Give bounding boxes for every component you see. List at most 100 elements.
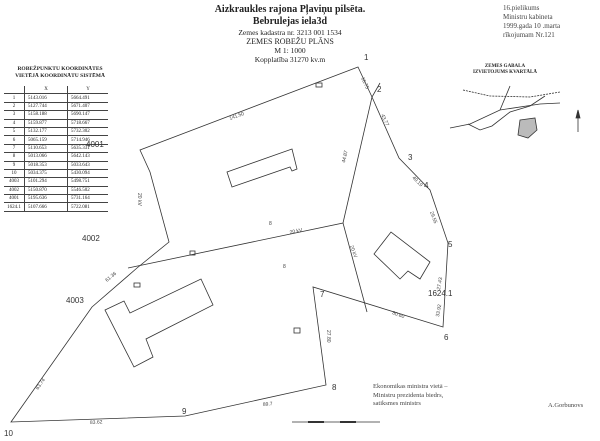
table-cell: 5132.177 — [24, 127, 68, 137]
table-cell: 4001 — [4, 194, 25, 204]
segment-length: 20 kV — [289, 227, 303, 236]
table-cell: 5101.294 — [24, 177, 68, 187]
point-label-9: 9 — [182, 407, 187, 416]
table-cell: 5430.094 — [67, 169, 108, 179]
table-cell: 1 — [4, 93, 25, 103]
building — [373, 231, 431, 280]
table-cell: 5722.081 — [67, 202, 108, 212]
segment-length: 20 kV — [136, 193, 142, 206]
inset-road — [467, 95, 546, 131]
segment-length: 27.43 — [436, 277, 444, 291]
table-cell: 5158.188 — [24, 110, 68, 120]
table-cell: 5671.407 — [67, 102, 108, 112]
table-cell: 4002 — [4, 186, 25, 196]
inner-boundary — [342, 222, 368, 313]
table-cell: 5498.751 — [67, 177, 108, 187]
segment-length: 141.50 — [229, 111, 246, 122]
inner-boundary — [127, 82, 381, 269]
table-cell: 5664.491 — [67, 93, 108, 103]
point-label-6: 6 — [444, 333, 449, 342]
table-cell: 5013.066 — [24, 152, 68, 162]
table-cell: 5107.666 — [24, 202, 68, 212]
signature-block: Ekonomikas ministra vietā – Ministru pre… — [373, 383, 448, 409]
point-label-1624.1: 1624.1 — [428, 289, 453, 298]
table-cell: 7 — [4, 144, 25, 154]
table-cell: 9 — [4, 161, 25, 170]
annex-line: 16.pielikums — [503, 4, 540, 12]
table-cell: 5731.164 — [67, 194, 108, 204]
table-cell: 1624.1 — [4, 202, 25, 212]
segment-length: 61.36 — [104, 271, 118, 284]
parcel-number: 8 — [283, 264, 286, 270]
header-location: Aizkraukles rajona Pļaviņu pilsēta. — [214, 4, 366, 15]
small-structure — [133, 282, 141, 288]
table-cell: 10 — [4, 169, 25, 179]
table-cell: 5718.667 — [67, 119, 108, 128]
point-label-1: 1 — [364, 53, 369, 62]
inset-title: ZEMES GABALA IZVIETOJUMS KVARTĀLĀ — [455, 64, 555, 76]
annex-note: 16.pielikums Ministru kabineta 1999.gada… — [503, 4, 560, 40]
parcel-number: 8 — [269, 221, 272, 227]
signature-line: satiksmes ministrs — [373, 400, 421, 407]
small-structure — [189, 250, 196, 256]
north-arrow-head — [575, 109, 581, 119]
table-cell: 5150.870 — [24, 186, 68, 196]
table-cell: 5034.375 — [24, 169, 68, 179]
header-street: Bebrulejas iela3d — [252, 16, 328, 27]
table-cell: 5690.147 — [67, 110, 108, 120]
parcel-boundary — [10, 66, 449, 423]
table-cell: 5159.877 — [24, 119, 68, 128]
table-cell: 5642.143 — [67, 152, 108, 162]
segment-length: 29.55 — [428, 211, 438, 225]
segment-length: 89.7 — [263, 401, 273, 408]
table-title-line: ROBEŽPUNKTU KOORDINĀTES — [17, 66, 103, 72]
segment-length: 43.77 — [379, 113, 390, 127]
table-cell: 5065.159 — [24, 135, 68, 145]
segment-length: 44.87 — [341, 150, 350, 164]
table-cell: 5033.643 — [67, 161, 108, 170]
point-label-4002: 4002 — [82, 234, 100, 243]
point-label-5: 5 — [448, 240, 453, 249]
column-header: Y — [67, 86, 108, 95]
point-label-4003: 4003 — [66, 296, 84, 305]
plan-scale: M 1: 1000 — [274, 46, 306, 55]
column-header: X — [24, 86, 68, 95]
point-label-3: 3 — [408, 153, 413, 162]
signature-line: Ekonomikas ministra vietā – — [373, 383, 448, 390]
table-cell: 8 — [4, 152, 25, 162]
table-cell: 5 — [4, 127, 25, 137]
signature-line: Ministru prezidenta biedrs, — [373, 391, 444, 399]
annex-line: Ministru kabineta — [503, 13, 553, 21]
table-cell: 5143.016 — [24, 93, 68, 103]
table-cell: 6 — [4, 135, 25, 145]
segment-length: 83.62 — [90, 419, 103, 426]
table-cell: 2 — [4, 102, 25, 112]
inset-parcel — [517, 117, 538, 139]
inset-road — [499, 85, 511, 111]
annex-line: rīkojumam Nr.121 — [503, 31, 555, 39]
table-cell: 4003 — [4, 177, 25, 187]
signatory-name: A.Gorbunovs — [548, 402, 584, 409]
small-structure — [315, 82, 323, 88]
table-cell: 5714.946 — [67, 135, 108, 145]
segment-length: 20 kV — [348, 245, 358, 260]
inset-title-line: IZVIETOJUMS KVARTĀLĀ — [473, 70, 537, 75]
building — [226, 148, 298, 188]
table-cell: 5732.302 — [67, 127, 108, 137]
annex-line: 1999.gada 10 .marta — [503, 22, 561, 30]
segment-length: 27.80 — [325, 330, 331, 343]
